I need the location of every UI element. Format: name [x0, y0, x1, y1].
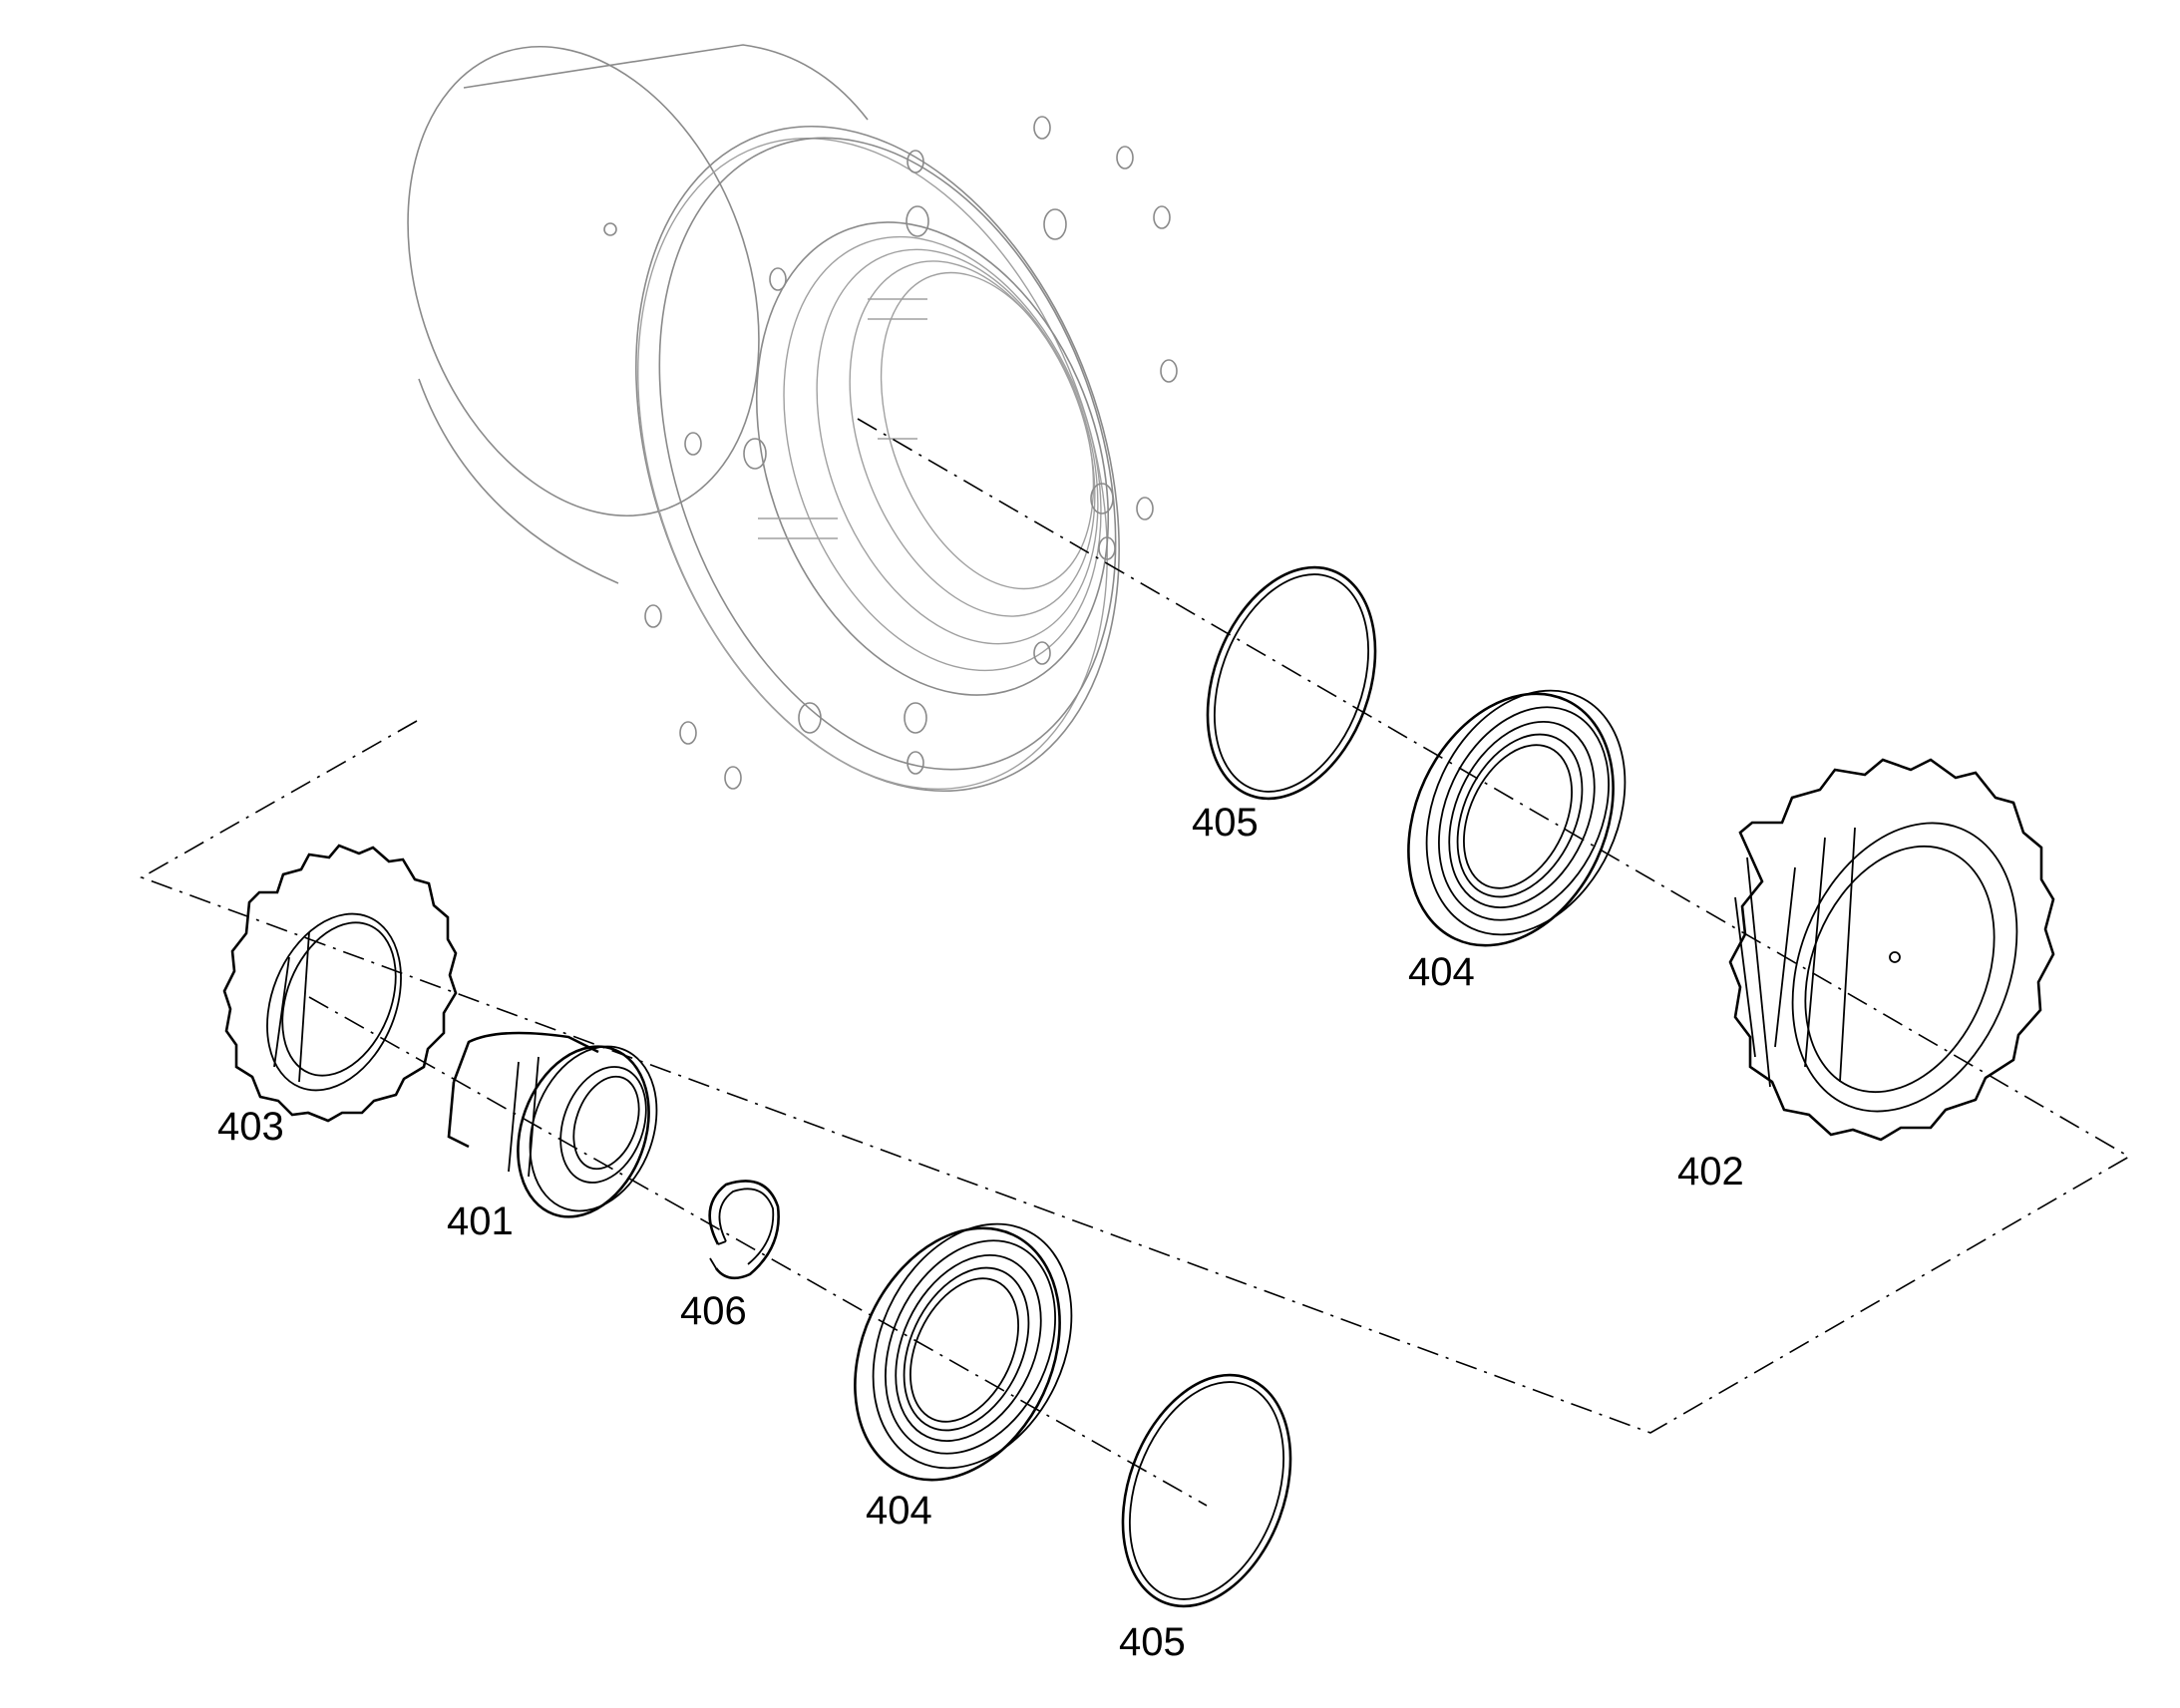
label-hub: 401 [447, 1199, 514, 1243]
wheel-hub-housing [407, 44, 1178, 793]
label-bearing-top: 404 [1408, 950, 1475, 994]
label-ring-bottom: 405 [1119, 1620, 1186, 1664]
label-ring-top: 405 [1192, 801, 1259, 845]
label-circlip: 406 [680, 1289, 747, 1333]
assembly-axis-lines [140, 418, 2130, 1507]
ball-bearing-top [1407, 689, 1627, 947]
o-ring-top [1206, 565, 1377, 801]
splined-hub [447, 1031, 658, 1218]
spur-gear-small [222, 844, 458, 1123]
label-gear-large: 402 [1677, 1150, 1744, 1194]
label-bearing-bottom: 404 [866, 1489, 932, 1533]
circlip [708, 1180, 780, 1280]
o-ring-bottom [1121, 1373, 1292, 1608]
ball-bearing-bottom [854, 1222, 1073, 1482]
spur-gear-large [1728, 758, 2055, 1142]
label-gear-small: 403 [217, 1105, 284, 1149]
